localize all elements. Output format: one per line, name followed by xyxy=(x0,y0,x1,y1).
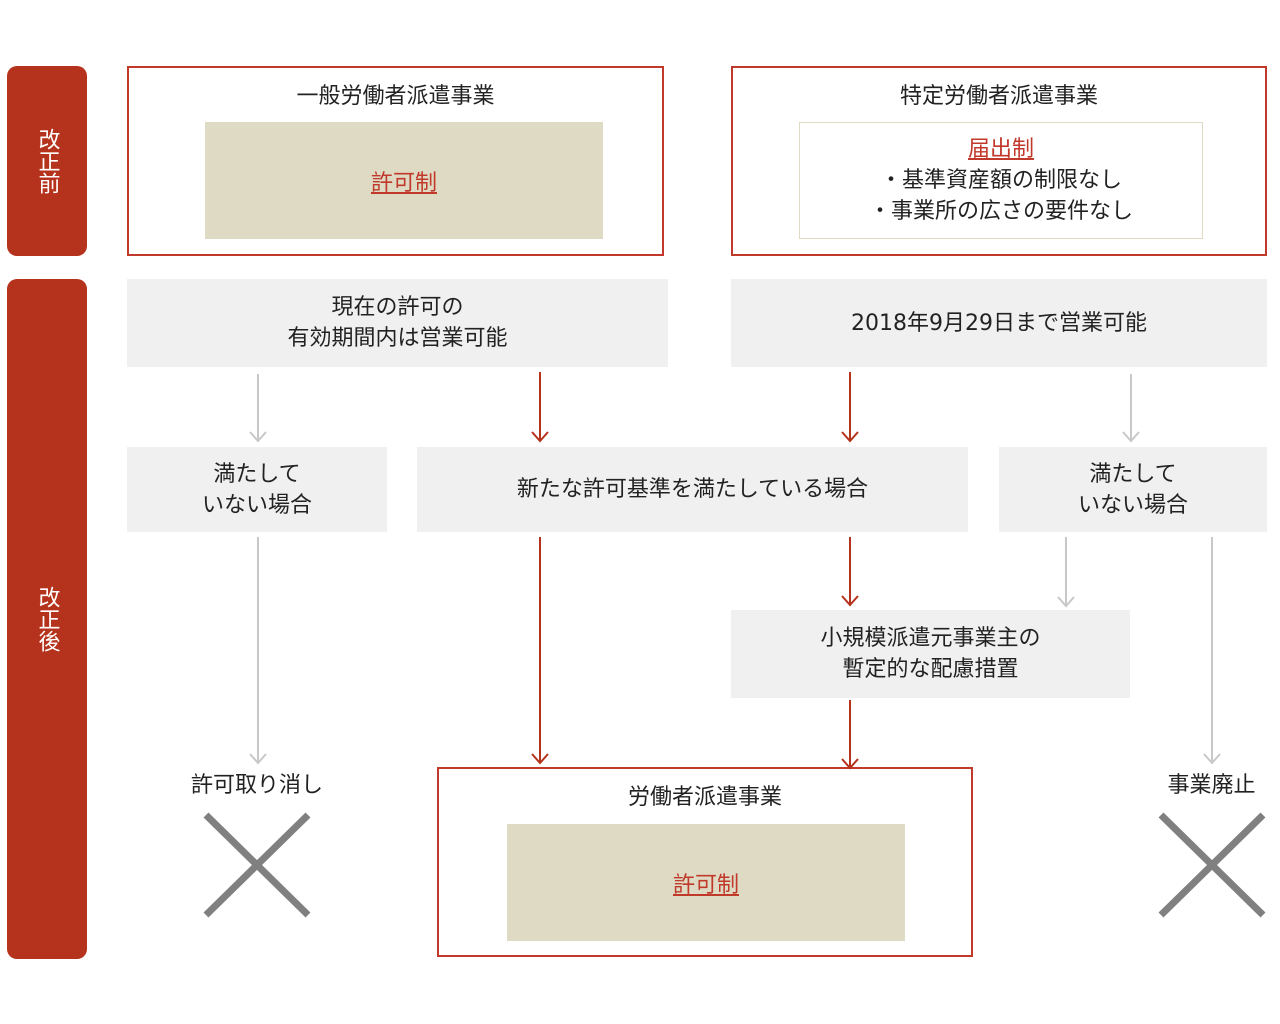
notification-link[interactable]: 届出制 xyxy=(967,137,1034,162)
arrowhead-red-4 xyxy=(841,595,859,607)
arrowhead-gray-5 xyxy=(1203,753,1221,765)
result-dispatch-title: 労働者派遣事業 xyxy=(627,785,782,810)
sidebar-after: 改正後 xyxy=(7,279,87,959)
arrowhead-gray-4 xyxy=(1057,596,1075,608)
not-met-left-box: 満たして いない場合 xyxy=(127,447,387,532)
abolition-label: 事業廃止 xyxy=(1167,773,1256,798)
specific-notification-panel: 届出制 ・基準資産額の制限なし ・事業所の広さの要件なし xyxy=(799,122,1203,239)
meets-criteria-box: 新たな許可基準を満たしている場合 xyxy=(417,447,968,532)
general-dispatch-box: 一般労働者派遣事業 許可制 xyxy=(127,66,664,256)
specific-status-box: 2018年9月29日まで営業可能 xyxy=(731,279,1267,367)
general-dispatch-title: 一般労働者派遣事業 xyxy=(296,84,495,109)
note-office-size: ・事業所の広さの要件なし xyxy=(868,199,1133,224)
arrowhead-red-1 xyxy=(531,431,549,443)
result-dispatch-box: 労働者派遣事業 許可制 xyxy=(437,767,973,957)
revocation-cross-icon xyxy=(203,812,311,918)
arrowhead-gray-2 xyxy=(1122,431,1140,443)
sidebar-after-label: 改正後 xyxy=(34,586,60,652)
arrowhead-red-2 xyxy=(841,431,859,443)
general-status-box: 現在の許可の 有効期間内は営業可能 xyxy=(127,279,668,367)
result-permit-panel: 許可制 xyxy=(507,824,905,941)
small-business-measure-box: 小規模派遣元事業主の 暫定的な配慮措置 xyxy=(731,610,1130,698)
revocation-label: 許可取り消し xyxy=(190,773,323,798)
not-met-right-box: 満たして いない場合 xyxy=(999,447,1267,532)
general-permit-panel: 許可制 xyxy=(205,122,603,239)
arrowhead-gray-1 xyxy=(249,431,267,443)
general-permit-link[interactable]: 許可制 xyxy=(370,170,437,196)
arrowhead-gray-3 xyxy=(249,753,267,765)
arrowhead-red-5 xyxy=(841,758,859,770)
result-permit-link[interactable]: 許可制 xyxy=(672,872,739,898)
sidebar-before: 改正前 xyxy=(7,66,87,256)
sidebar-before-label: 改正前 xyxy=(34,128,60,194)
abolition-cross-icon xyxy=(1158,812,1266,918)
note-asset-limit: ・基準資産額の制限なし xyxy=(879,168,1122,193)
specific-dispatch-box: 特定労働者派遣事業 届出制 ・基準資産額の制限なし ・事業所の広さの要件なし xyxy=(731,66,1267,256)
specific-dispatch-title: 特定労働者派遣事業 xyxy=(899,84,1098,109)
arrowhead-red-3 xyxy=(531,753,549,765)
